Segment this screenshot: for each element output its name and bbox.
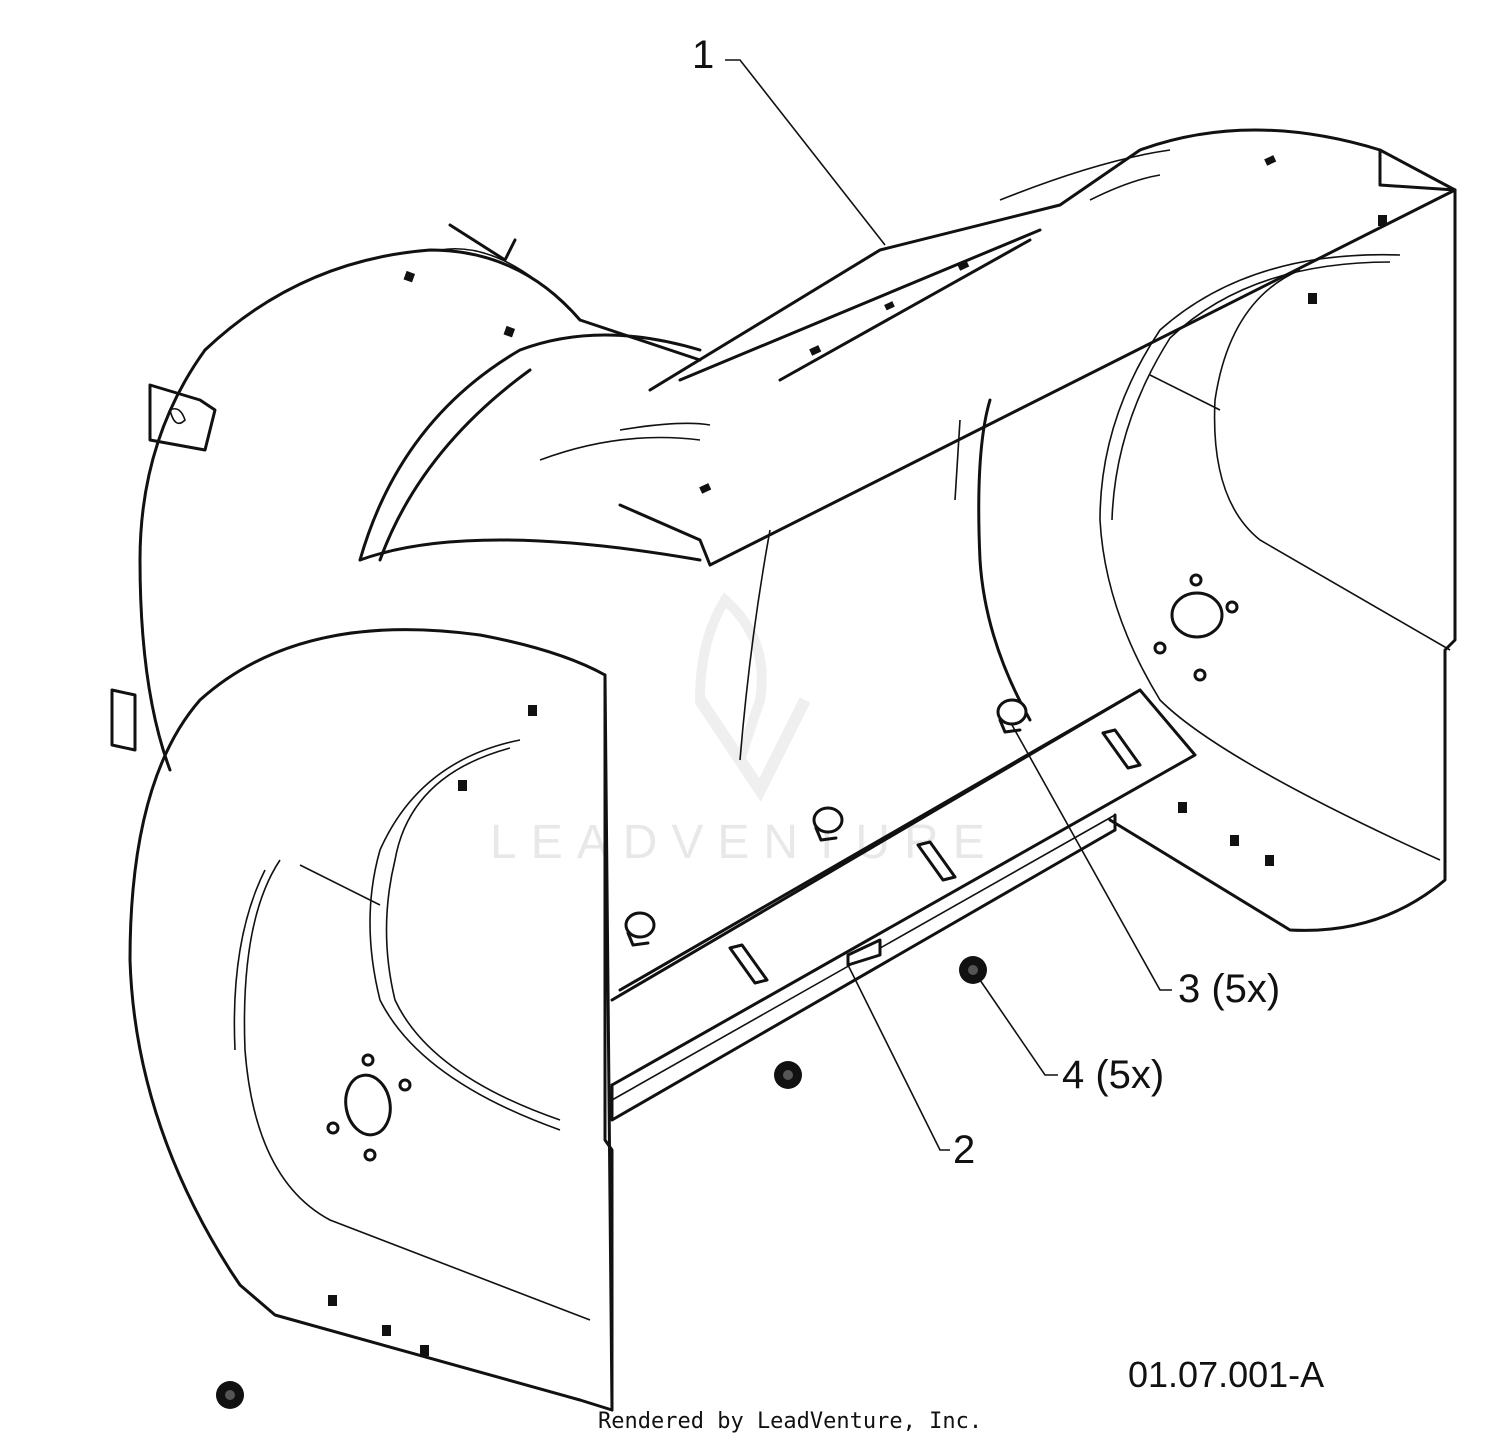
rear-panel — [618, 529, 1142, 992]
callout-4: 4 (5x) — [1062, 1053, 1164, 1097]
rear-housing-drum — [110, 223, 702, 772]
credit-text: Rendered by LeadVenture, Inc. — [598, 1409, 982, 1434]
top-bar — [539, 128, 1457, 567]
leader-lines — [725, 59, 1172, 1151]
left-side-plate — [128, 628, 614, 1412]
callout-1: 1 — [692, 33, 714, 77]
callout-2: 2 — [953, 1128, 975, 1172]
hex-nuts — [216, 956, 987, 1409]
figure-code: 01.07.001-A — [1128, 1354, 1324, 1395]
watermark-logo — [694, 592, 811, 802]
carriage-bolts — [624, 698, 1028, 947]
scraper-bar — [610, 688, 1197, 1122]
right-side-plate — [954, 188, 1457, 932]
watermark-text: LEADVENTURE — [490, 816, 999, 869]
callout-3: 3 (5x) — [1178, 967, 1280, 1011]
